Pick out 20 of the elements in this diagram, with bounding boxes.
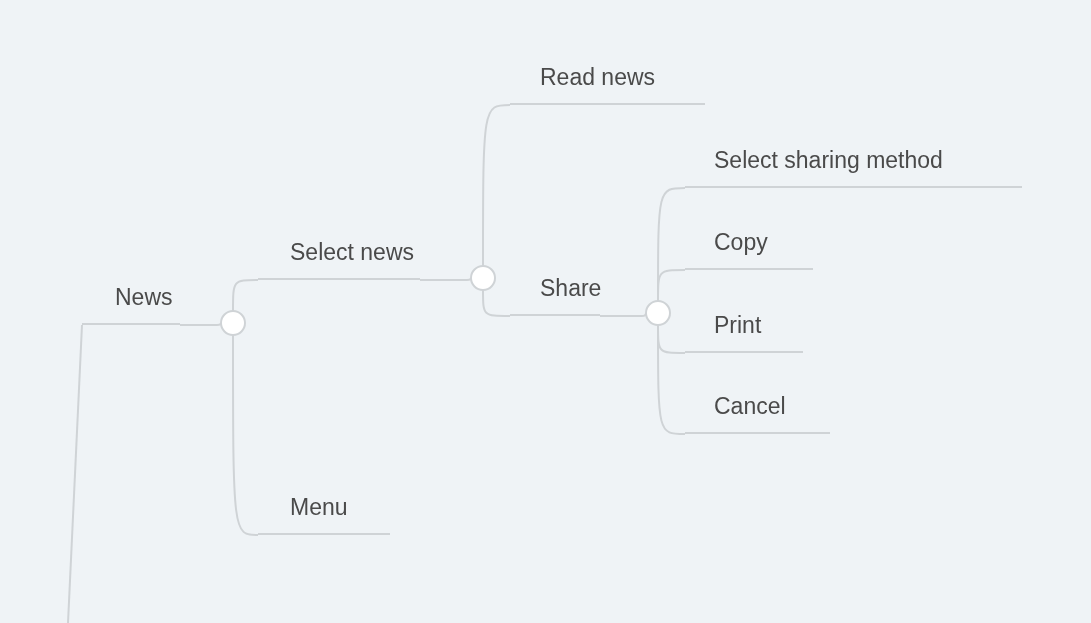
branch-line [179,322,222,326]
branch-label: Print [714,311,763,339]
branch-line [232,334,259,536]
branch-label: Select news [290,238,415,266]
branch-label: Copy [714,228,769,256]
junction-circle [645,300,671,326]
branch-label: Read news [540,63,657,91]
branch-label: Menu [290,493,349,521]
branch-label: News [115,283,174,311]
branch-line [67,324,83,623]
branch-label: Share [540,274,600,302]
branch-line [482,104,511,267]
branch-line [419,277,472,281]
branch-line [599,312,647,317]
junction-circle [220,310,246,336]
branch-line [482,289,511,317]
branch-label: Cancel [714,392,787,420]
branch-line [232,279,259,312]
branch-label: Select sharing method [714,146,944,174]
junction-circle [470,265,496,291]
